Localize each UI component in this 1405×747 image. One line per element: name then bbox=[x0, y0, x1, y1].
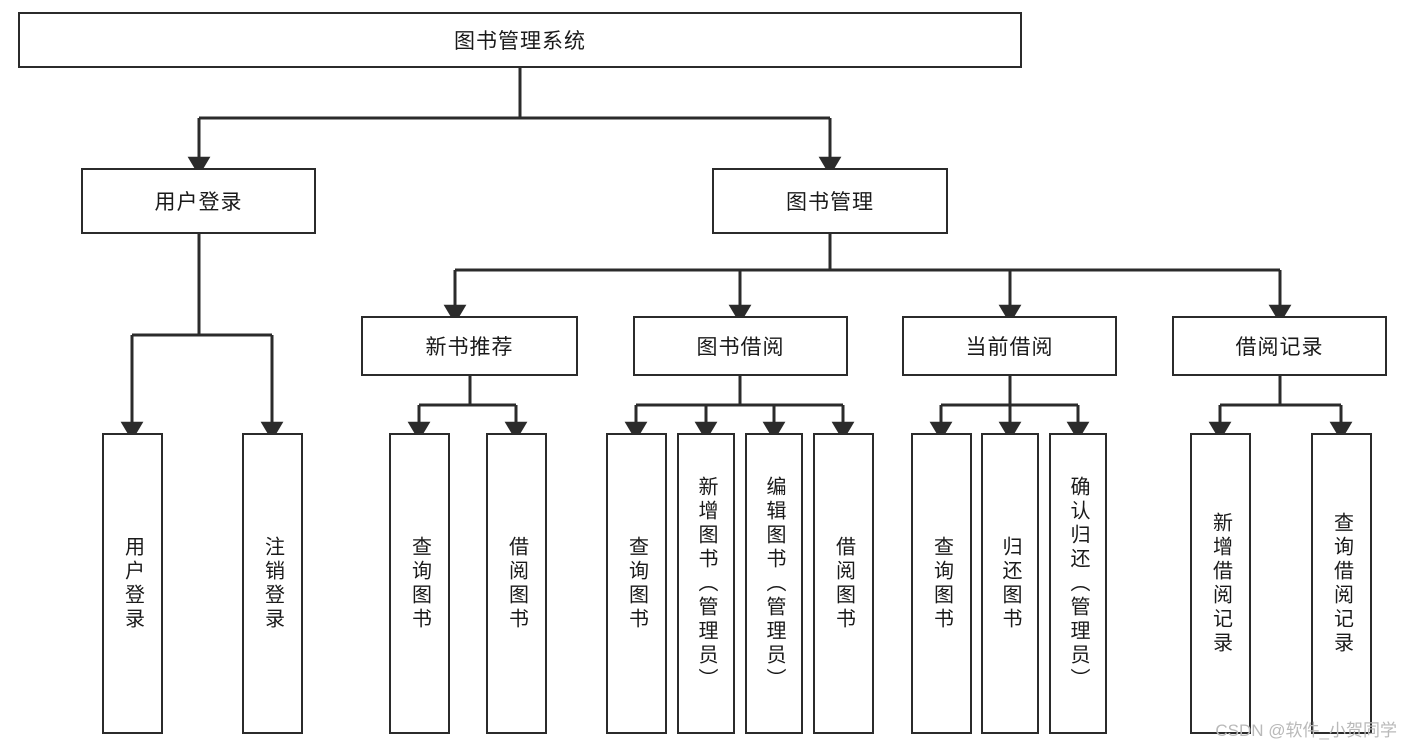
node-leaf-edit-book-label: 编辑图书（管理员） bbox=[763, 475, 785, 692]
node-root[interactable]: 图书管理系统 bbox=[18, 12, 1022, 68]
node-leaf-return-book[interactable]: 归还图书 bbox=[981, 433, 1039, 734]
node-leaf-user-login-label: 用户登录 bbox=[121, 535, 144, 632]
node-leaf-borrow-book-1-label: 借阅图书 bbox=[505, 535, 528, 632]
node-leaf-borrow-book-1[interactable]: 借阅图书 bbox=[486, 433, 547, 734]
node-leaf-add-record-label: 新增借阅记录 bbox=[1209, 511, 1232, 656]
node-user-login-label: 用户登录 bbox=[154, 191, 243, 214]
node-borrow-record[interactable]: 借阅记录 bbox=[1172, 316, 1387, 376]
node-leaf-user-logout[interactable]: 注销登录 bbox=[242, 433, 303, 734]
node-leaf-add-book[interactable]: 新增图书（管理员） bbox=[677, 433, 735, 734]
node-leaf-confirm-return[interactable]: 确认归还（管理员） bbox=[1049, 433, 1107, 734]
node-leaf-user-login[interactable]: 用户登录 bbox=[102, 433, 163, 734]
node-leaf-add-book-label: 新增图书（管理员） bbox=[695, 475, 717, 692]
node-leaf-query-record[interactable]: 查询借阅记录 bbox=[1311, 433, 1372, 734]
node-leaf-query-book-2-label: 查询图书 bbox=[625, 535, 648, 632]
node-book-borrow-label: 图书借阅 bbox=[696, 336, 785, 359]
node-leaf-confirm-return-label: 确认归还（管理员） bbox=[1067, 475, 1089, 692]
node-leaf-query-book-1[interactable]: 查询图书 bbox=[389, 433, 450, 734]
node-current-borrow[interactable]: 当前借阅 bbox=[902, 316, 1117, 376]
node-leaf-query-book-1-label: 查询图书 bbox=[408, 535, 431, 632]
node-book-borrow[interactable]: 图书借阅 bbox=[633, 316, 848, 376]
node-leaf-borrow-book-2[interactable]: 借阅图书 bbox=[813, 433, 874, 734]
node-current-borrow-label: 当前借阅 bbox=[965, 336, 1054, 359]
node-leaf-query-book-2[interactable]: 查询图书 bbox=[606, 433, 667, 734]
node-book-manage-label: 图书管理 bbox=[786, 191, 874, 214]
node-leaf-borrow-book-2-label: 借阅图书 bbox=[832, 535, 855, 632]
node-leaf-edit-book[interactable]: 编辑图书（管理员） bbox=[745, 433, 803, 734]
node-book-manage[interactable]: 图书管理 bbox=[712, 168, 948, 234]
node-new-book-recommend[interactable]: 新书推荐 bbox=[361, 316, 578, 376]
node-user-login[interactable]: 用户登录 bbox=[81, 168, 316, 234]
node-leaf-add-record[interactable]: 新增借阅记录 bbox=[1190, 433, 1251, 734]
node-leaf-user-logout-label: 注销登录 bbox=[261, 535, 284, 632]
node-new-book-recommend-label: 新书推荐 bbox=[425, 336, 514, 359]
node-root-label: 图书管理系统 bbox=[454, 30, 586, 53]
csdn-watermark: CSDN @软件_小贺同学 bbox=[1215, 721, 1397, 740]
node-borrow-record-label: 借阅记录 bbox=[1235, 336, 1324, 359]
node-leaf-return-book-label: 归还图书 bbox=[999, 535, 1021, 632]
node-leaf-query-book-3-label: 查询图书 bbox=[930, 535, 953, 632]
node-leaf-query-record-label: 查询借阅记录 bbox=[1330, 511, 1353, 656]
node-leaf-query-book-3[interactable]: 查询图书 bbox=[911, 433, 972, 734]
